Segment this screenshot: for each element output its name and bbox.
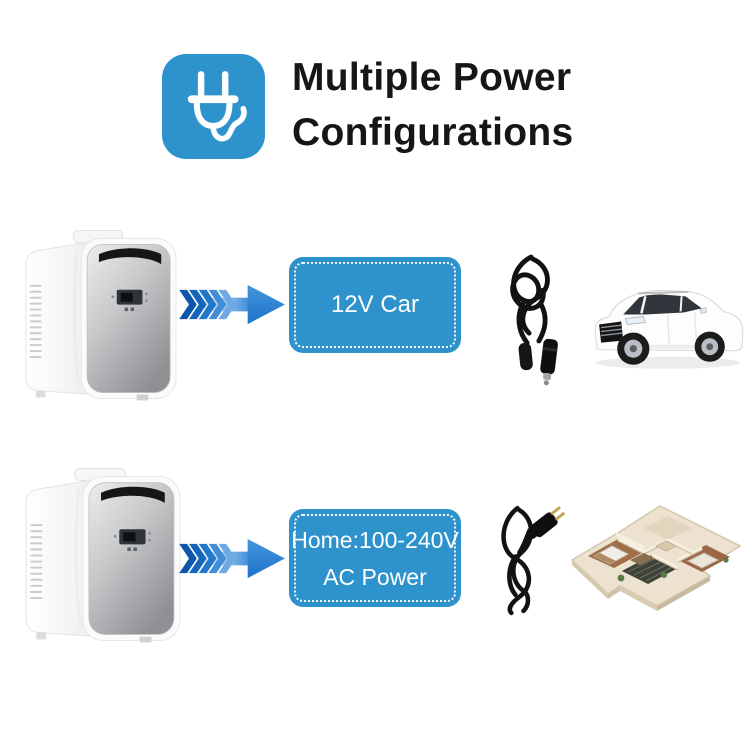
suv-car-image	[587, 266, 748, 372]
page-title-line1: Multiple Power	[292, 56, 572, 99]
page-title-line2: Configurations	[292, 111, 574, 154]
power-label-text: Home:100-240V	[291, 526, 459, 553]
ac-power-cord-image	[489, 494, 565, 620]
power-label-text2: AC Power	[323, 563, 427, 590]
car-charger-cable-image	[494, 247, 572, 393]
right-arrow-icon	[179, 537, 287, 581]
power-label-text: 12V Car	[330, 291, 420, 318]
power-label-home-ac: Home:100-240V AC Power	[289, 509, 461, 607]
power-plug-icon	[162, 54, 265, 159]
power-label-12v-car: 12V Car	[289, 257, 461, 353]
right-arrow-icon	[179, 283, 287, 327]
mini-fridge-image	[12, 463, 184, 647]
mini-fridge-image	[12, 226, 180, 404]
page-title: Multiple Power Configurations	[292, 50, 574, 160]
house-floor-plan-image	[560, 498, 750, 624]
